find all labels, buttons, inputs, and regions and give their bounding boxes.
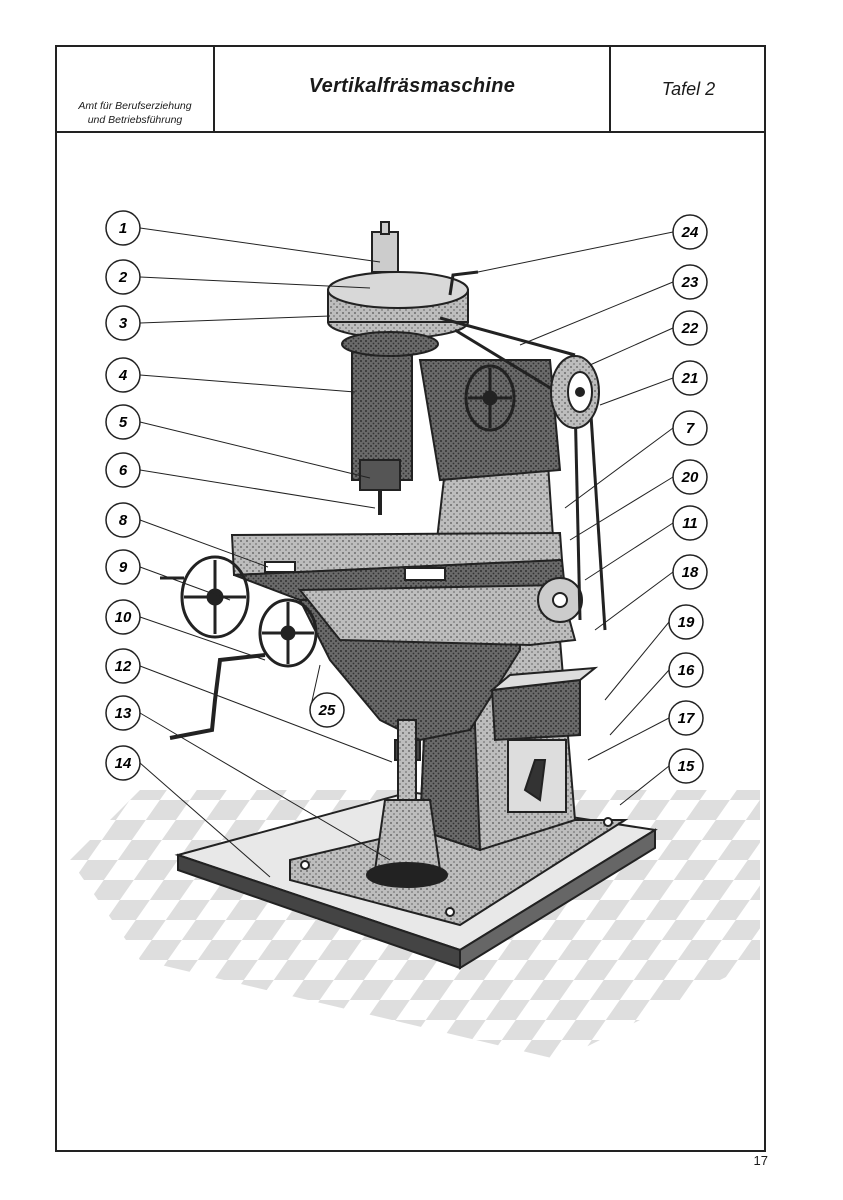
callout-label: 20	[681, 469, 699, 486]
speed-handwheel	[464, 364, 516, 432]
institution-line-1: Amt für Berufserziehung	[78, 100, 192, 112]
callout-label: 18	[682, 564, 699, 581]
callout-label: 23	[681, 274, 699, 291]
callout-21: 21	[672, 360, 708, 396]
knee-crank	[169, 653, 266, 740]
leader-line-1	[139, 227, 381, 263]
leader-line-10	[139, 616, 266, 661]
title-cell: Vertikalfräsmaschine	[215, 47, 611, 131]
callout-label: 6	[119, 462, 128, 479]
leader-line-11	[584, 522, 674, 581]
callout-23: 23	[672, 264, 708, 300]
callout-19: 19	[668, 604, 704, 640]
callout-label: 25	[318, 702, 336, 719]
institution-text: Amt für Berufserziehung und Betriebsführ…	[57, 99, 213, 127]
electrical-box	[488, 666, 599, 742]
callout-leaders	[139, 227, 674, 878]
callout-17: 17	[668, 700, 704, 736]
callout-11: 11	[672, 505, 708, 541]
leader-line-14	[139, 762, 271, 878]
motor-pulley	[550, 355, 600, 429]
leader-line-2	[139, 276, 371, 289]
callout-label: 5	[119, 414, 128, 431]
callout-label: 3	[119, 315, 128, 332]
callout-label: 17	[678, 710, 695, 727]
callout-label: 22	[681, 320, 699, 337]
leader-line-12	[139, 665, 393, 763]
institution-cell: Amt für Berufserziehung und Betriebsführ…	[57, 47, 215, 131]
leader-line-3	[139, 315, 331, 324]
callout-2: 2	[105, 259, 141, 295]
callout-badges: 1234568910121314242322217201118191617152…	[105, 210, 708, 784]
callout-3: 3	[105, 305, 141, 341]
callout-1: 1	[105, 210, 141, 246]
callout-20: 20	[672, 459, 708, 495]
leader-line-17	[587, 717, 670, 761]
callout-label: 8	[119, 512, 128, 529]
plate-label: Tafel 2	[661, 79, 716, 99]
callout-15: 15	[668, 748, 704, 784]
saddle	[297, 577, 583, 647]
callout-8: 8	[105, 502, 141, 538]
callout-22: 22	[672, 310, 708, 346]
leader-line-13	[139, 712, 391, 861]
leader-line-19	[604, 621, 670, 701]
plate-cell: Tafel 2	[611, 47, 766, 131]
callout-label: 11	[682, 515, 698, 532]
callout-16: 16	[668, 652, 704, 688]
callout-label: 19	[678, 614, 695, 631]
callout-5: 5	[105, 404, 141, 440]
callout-label: 13	[115, 705, 132, 722]
leader-line-20	[569, 476, 674, 541]
callout-label: 2	[118, 269, 128, 286]
spindle-pulley	[327, 271, 469, 357]
page-title: Vertikalfräsmaschine	[308, 75, 516, 97]
leader-line-18	[594, 571, 674, 631]
leader-line-4	[139, 374, 356, 393]
milling-head	[351, 221, 562, 515]
leader-line-22	[589, 327, 674, 366]
callout-label: 9	[119, 559, 128, 576]
leader-line-24	[477, 231, 674, 273]
callout-9: 9	[105, 549, 141, 585]
leader-line-6	[139, 469, 376, 509]
callout-25: 25	[309, 692, 345, 728]
callout-label: 14	[115, 755, 132, 772]
callout-14: 14	[105, 745, 141, 781]
callout-label: 10	[115, 609, 132, 626]
callout-18: 18	[672, 554, 708, 590]
leader-line-8	[139, 519, 269, 568]
callout-24: 24	[672, 214, 708, 250]
callout-12: 12	[105, 648, 141, 684]
page-frame: Amt für Berufserziehung und Betriebsführ…	[55, 45, 766, 1152]
leader-line-21	[599, 377, 674, 406]
page-number: 17	[753, 1153, 768, 1168]
callout-label: 15	[678, 758, 695, 775]
leader-line-15	[619, 765, 670, 806]
leader-line-7	[564, 427, 674, 509]
callout-13: 13	[105, 695, 141, 731]
elevating-screw	[366, 719, 448, 888]
leader-line-23	[519, 281, 674, 346]
callout-4: 4	[105, 357, 141, 393]
leader-line-5	[139, 421, 371, 479]
top-lever	[448, 270, 479, 296]
callout-label: 24	[681, 224, 699, 241]
leader-line-16	[609, 669, 670, 736]
callout-6: 6	[105, 452, 141, 488]
leader-line-9	[139, 566, 231, 601]
callout-label: 16	[678, 662, 695, 679]
header-bar: Amt für Berufserziehung und Betriebsführ…	[57, 47, 764, 133]
cross-feed-handwheel	[258, 598, 318, 668]
callout-label: 7	[686, 420, 695, 437]
callout-label: 1	[119, 220, 127, 237]
callout-label: 4	[118, 367, 128, 384]
institution-line-2: und Betriebsführung	[87, 114, 183, 126]
callout-7: 7	[672, 410, 708, 446]
callout-10: 10	[105, 599, 141, 635]
callout-label: 21	[681, 370, 699, 387]
callout-label: 12	[115, 658, 132, 675]
